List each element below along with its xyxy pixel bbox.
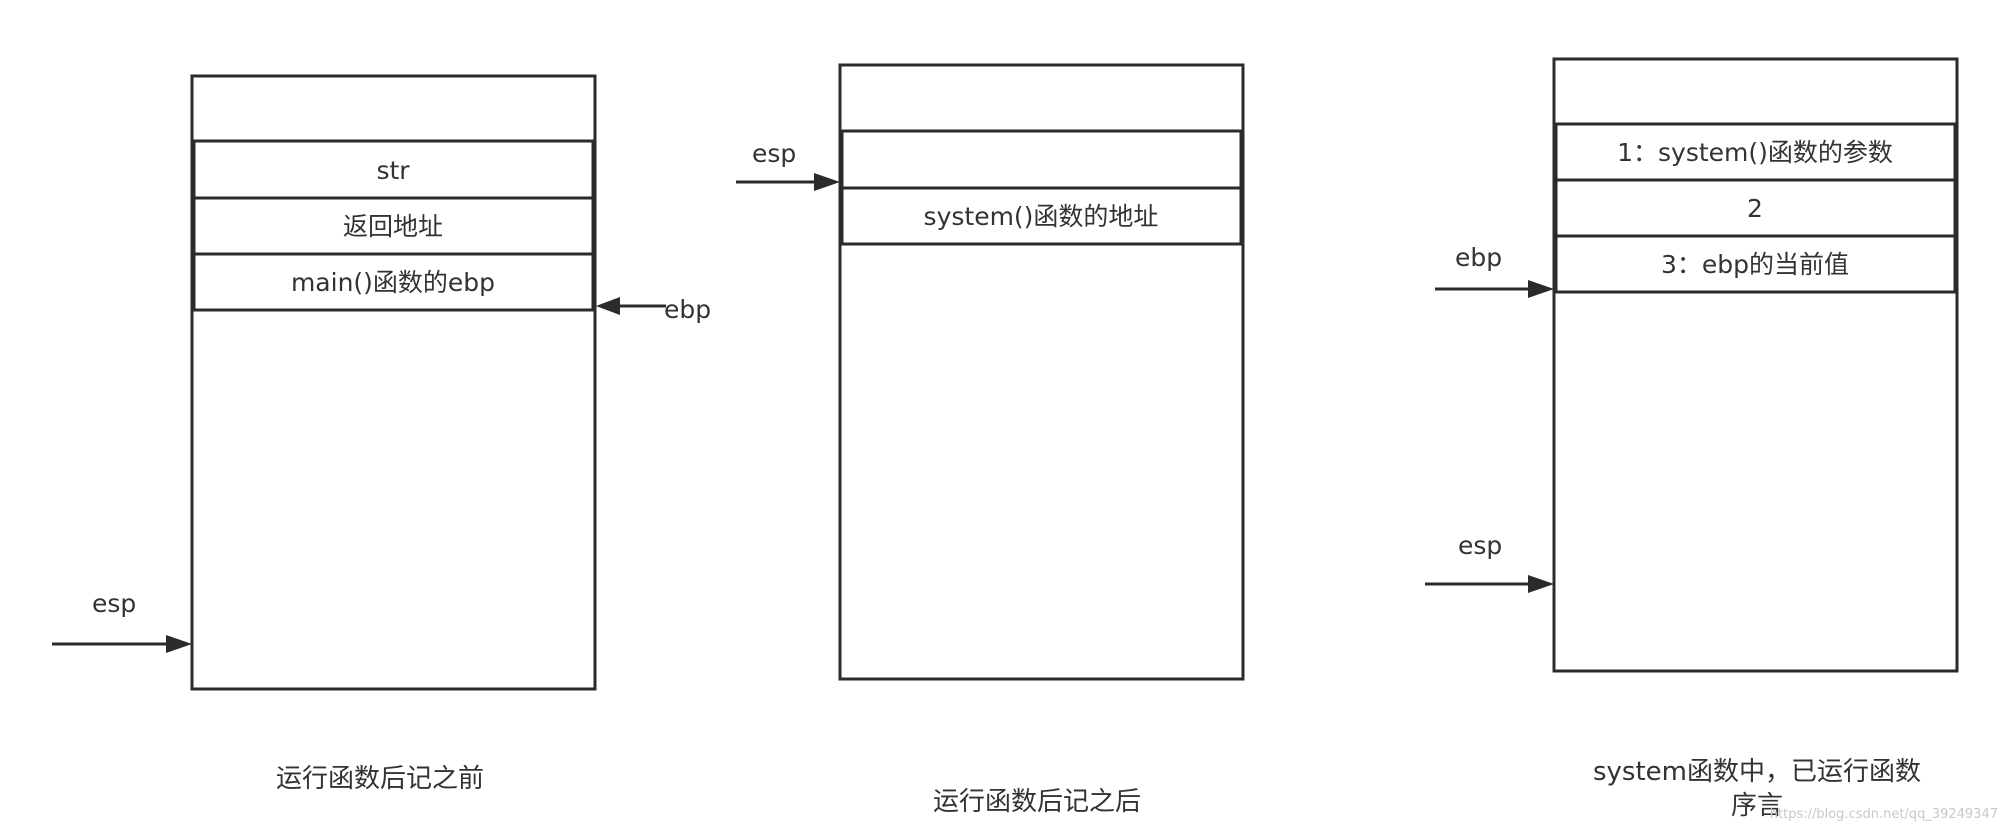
panel-caption: 运行函数后记之前 bbox=[276, 764, 484, 794]
pointer-label: ebp bbox=[664, 295, 711, 324]
stack-cell-main-ebp bbox=[192, 252, 595, 312]
stack-cell-empty bbox=[840, 129, 1243, 190]
panel-in-system-prologue: 1：system()函数的参数 2 3：ebp的当前值 ebp esp syst… bbox=[1425, 57, 1959, 821]
stack-cell-label: 1：system()函数的参数 bbox=[1617, 138, 1893, 167]
panel-before-epilogue: str 返回地址 main()函数的ebp ebp esp 运行函数后记之前 bbox=[52, 74, 711, 794]
stack-cell-system-arg bbox=[1554, 122, 1957, 182]
panel-caption: 运行函数后记之后 bbox=[933, 787, 1141, 817]
esp-pointer: esp bbox=[736, 139, 840, 191]
arrow-head-icon bbox=[814, 173, 840, 191]
stack-cell-2 bbox=[1554, 178, 1957, 238]
arrow-head-icon bbox=[166, 635, 192, 653]
ebp-pointer: ebp bbox=[596, 295, 711, 324]
stack-cell-str bbox=[192, 139, 595, 200]
stack-top-slot bbox=[838, 63, 1245, 133]
stack-cell-label: system()函数的地址 bbox=[924, 202, 1159, 231]
stack-top-slot bbox=[1552, 57, 1959, 126]
arrow-head-icon bbox=[596, 297, 620, 315]
pointer-label: esp bbox=[752, 139, 796, 168]
ebp-pointer: ebp bbox=[1435, 243, 1554, 298]
panel-caption: 序言 bbox=[1731, 791, 1783, 821]
stack-cell-system-address bbox=[840, 186, 1243, 246]
stack-top-slot bbox=[190, 74, 597, 143]
esp-pointer: esp bbox=[1425, 531, 1554, 593]
pointer-label: ebp bbox=[1455, 243, 1502, 272]
stack-cell-label: 返回地址 bbox=[343, 212, 443, 241]
arrow-head-icon bbox=[1528, 280, 1554, 298]
stack-cell-label: 3：ebp的当前值 bbox=[1661, 250, 1849, 279]
esp-pointer: esp bbox=[52, 589, 192, 653]
pointer-label: esp bbox=[1458, 531, 1502, 560]
pointer-label: esp bbox=[92, 589, 136, 618]
arrow-head-icon bbox=[1528, 575, 1554, 593]
panel-caption: system函数中，已运行函数 bbox=[1593, 757, 1921, 787]
stack-cell-label: main()函数的ebp bbox=[291, 268, 495, 297]
watermark-text: https://blog.csdn.net/qq_39249347 bbox=[1770, 807, 1998, 822]
panel-after-epilogue: system()函数的地址 esp 运行函数后记之后 bbox=[736, 63, 1245, 817]
stack-cell-label: str bbox=[376, 156, 410, 185]
stack-cell-current-ebp bbox=[1554, 234, 1957, 294]
stack-cell-label: 2 bbox=[1747, 194, 1763, 223]
